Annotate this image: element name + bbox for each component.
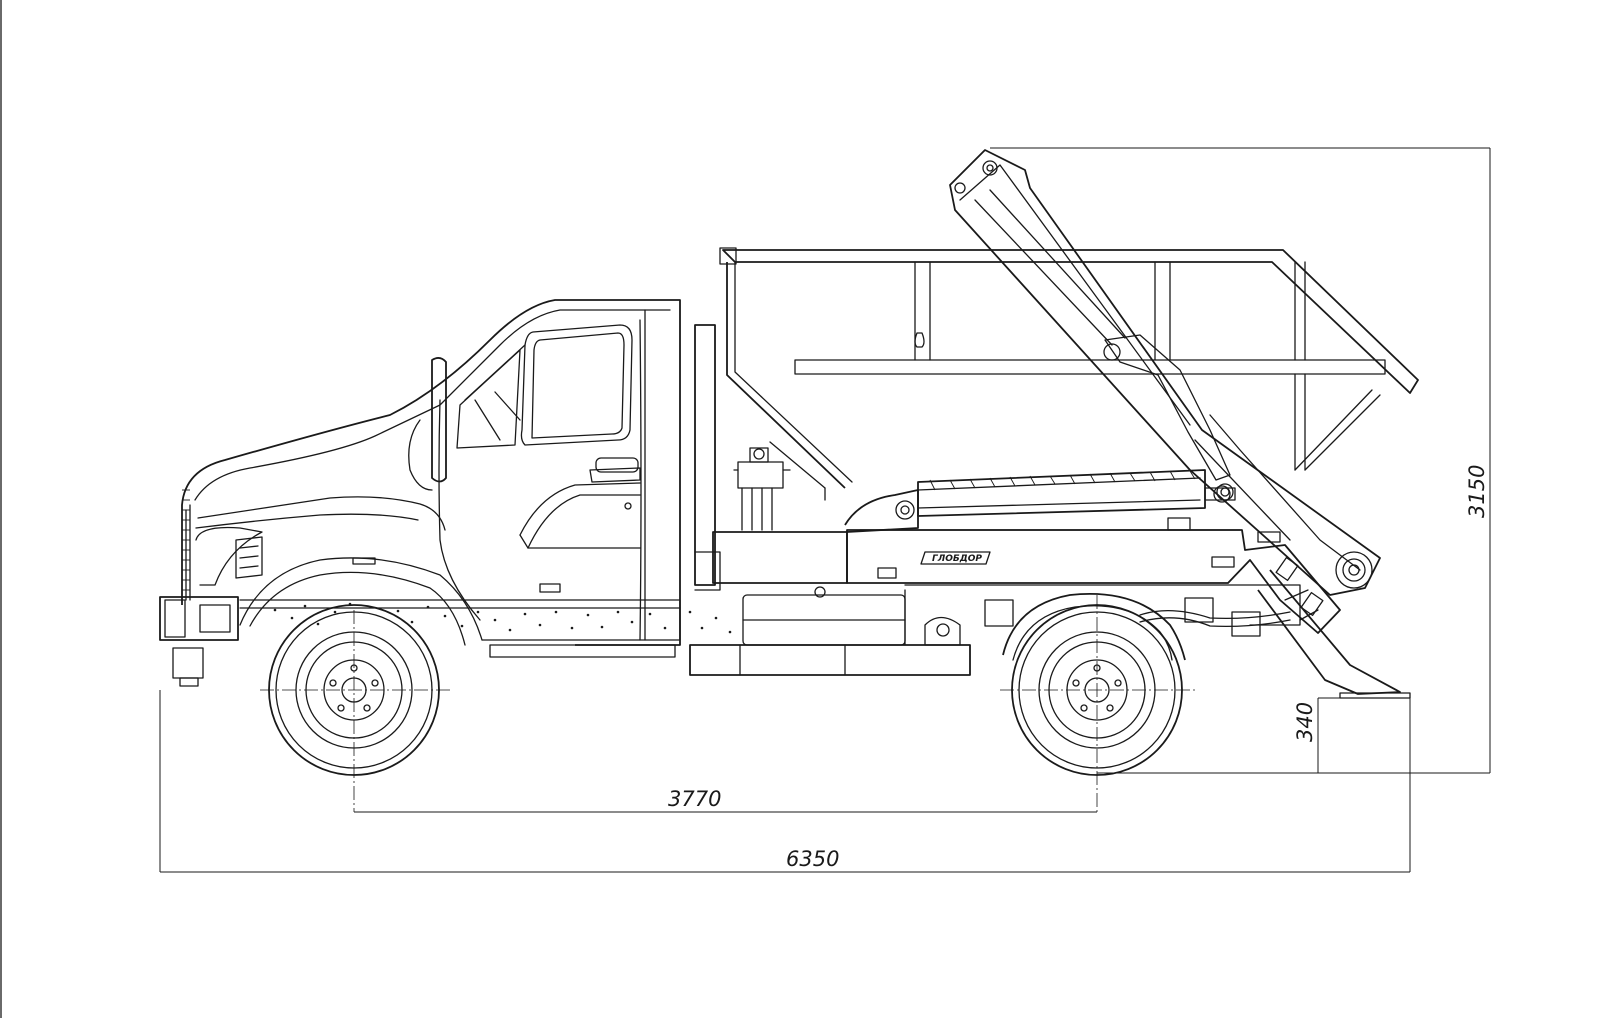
dimension-overall-length: 6350 bbox=[159, 690, 1411, 873]
lifting-arm bbox=[949, 149, 1411, 699]
truck-cabin bbox=[159, 299, 681, 687]
skip-container bbox=[719, 247, 1419, 501]
overall-length-dimension-label: 6350 bbox=[786, 847, 839, 871]
chassis-rail-texture bbox=[273, 602, 732, 634]
ground-clearance-dimension-label: 340 bbox=[1293, 702, 1317, 742]
wheel-center-lines bbox=[260, 595, 1195, 812]
grille-ribs bbox=[182, 489, 190, 591]
dimension-ground-clearance: 340 bbox=[1293, 697, 1410, 773]
dimension-overall-height: 3150 bbox=[990, 147, 1491, 774]
overall-height-dimension-label: 3150 bbox=[1465, 465, 1489, 518]
truck-chassis: ГЛОБДОР bbox=[689, 324, 1341, 676]
logo-text: ГЛОБДОР bbox=[932, 554, 982, 564]
logo-plate: ГЛОБДОР bbox=[920, 551, 991, 565]
wheelbase-dimension-label: 3770 bbox=[668, 787, 721, 811]
cylinder-hatching bbox=[929, 470, 1196, 491]
dimension-wheelbase: 3770 bbox=[354, 787, 1097, 813]
